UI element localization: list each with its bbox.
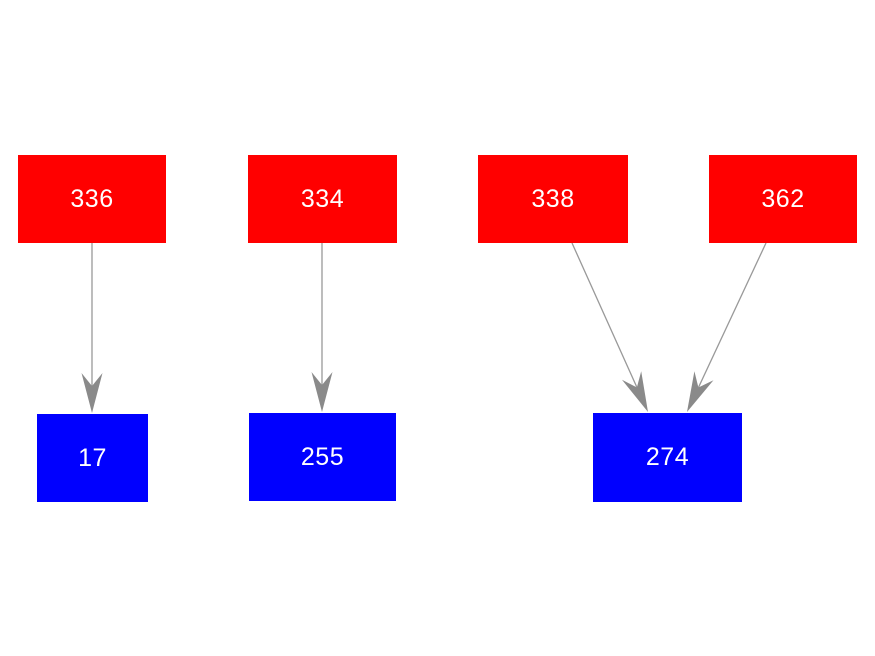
node-label: 255	[300, 442, 345, 471]
edge-arrowhead	[687, 371, 714, 412]
node-338: 338	[478, 155, 628, 243]
edge-arrowhead	[81, 373, 103, 413]
edge-338-274	[571, 242, 648, 412]
node-334: 334	[248, 155, 397, 243]
edge-arrowhead	[622, 371, 648, 412]
edge-336-17	[81, 243, 103, 413]
node-274: 274	[593, 413, 742, 502]
edge-362-274	[687, 242, 767, 412]
node-255: 255	[249, 413, 396, 501]
node-336: 336	[18, 155, 166, 243]
node-17: 17	[37, 414, 148, 502]
edge-line	[697, 242, 767, 388]
edge-334-255	[311, 243, 333, 412]
node-label: 334	[300, 184, 345, 213]
node-label: 274	[645, 443, 690, 471]
node-label: 338	[531, 184, 575, 213]
node-label: 362	[761, 184, 805, 213]
node-label: 17	[78, 443, 107, 472]
edge-arrowhead	[311, 372, 333, 412]
node-362: 362	[709, 155, 857, 243]
node-label: 336	[70, 184, 114, 213]
edge-line	[571, 242, 638, 388]
